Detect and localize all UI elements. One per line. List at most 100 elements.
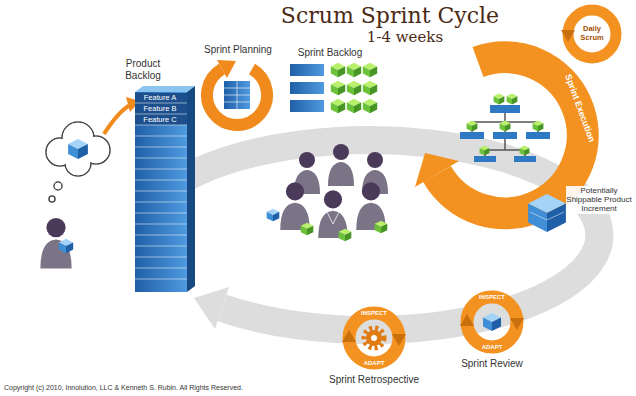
- work-tree: [467, 121, 478, 132]
- work-tree: [500, 121, 511, 132]
- sprint-planning-icon: [207, 60, 267, 125]
- work-tree: [533, 121, 544, 132]
- sprint-review-cycle: [460, 297, 524, 347]
- work-tree: [460, 94, 550, 162]
- sprint-review-cycle: [467, 297, 517, 347]
- sprint-planning-icon: [224, 81, 250, 109]
- work-tree: [493, 132, 517, 139]
- daily-scrum-label: Daily Scrum: [575, 25, 609, 42]
- product-backlog-stack: [135, 93, 187, 125]
- product-backlog-stack: [187, 86, 195, 292]
- idea-arrow: [104, 97, 140, 134]
- stage-label: Potentially Shippable Product Increment: [566, 186, 632, 214]
- thought-bubble: [54, 182, 62, 190]
- sprint-review-cycle: [510, 318, 524, 330]
- work-tree: [514, 156, 536, 162]
- work-tree: [526, 132, 550, 139]
- sprint-retrospective-cycle: [364, 328, 384, 348]
- cycle-ring: [194, 287, 229, 329]
- idea-arrow: [104, 105, 130, 134]
- inspect-label: INSPECT: [472, 294, 512, 301]
- daily-scrum-arrow: [561, 30, 575, 42]
- feature-label: Feature A: [137, 94, 183, 103]
- product-backlog-stack: [135, 103, 187, 279]
- scrum-team: [339, 229, 352, 242]
- scrum-team: [267, 144, 388, 241]
- product-backlog-stack: [135, 92, 187, 292]
- thought-bubble: [49, 196, 55, 202]
- feature-label: Feature B: [137, 105, 183, 114]
- sprint-backlog-grid: [363, 63, 377, 77]
- sprint-retrospective-cycle: [349, 313, 399, 363]
- sprint-backlog-grid: [363, 81, 377, 95]
- sprint-backlog-grid: [290, 82, 324, 94]
- sprint-backlog-grid: [290, 63, 377, 113]
- scrum-team: [328, 144, 354, 186]
- sprint-retrospective-cycle: [392, 334, 406, 346]
- sprint-backlog-grid: [290, 64, 324, 76]
- sprint-retrospective-cycle: [366, 330, 382, 346]
- work-tree: [490, 105, 520, 113]
- cycle-ring: [182, 140, 599, 330]
- feature-label: Feature C: [137, 116, 183, 125]
- sprint-execution-arrow: [437, 57, 583, 213]
- scrum-team: [280, 182, 309, 230]
- thought-bubble: [46, 122, 110, 202]
- product-backlog-stack: [135, 86, 195, 92]
- sprint-backlog-grid: [290, 100, 324, 112]
- scrum-team: [327, 212, 339, 224]
- work-tree: [460, 132, 484, 139]
- thought-bubble: [46, 122, 110, 202]
- work-tree: [494, 94, 505, 105]
- copyright-note: Copyright (c) 2010, Innolution, LLC & Ke…: [4, 384, 326, 392]
- sprint-review-cycle: [460, 314, 474, 326]
- cycle-ring: [182, 140, 599, 330]
- stage-label: Sprint Planning: [192, 44, 284, 56]
- adapt-label: ADAPT: [354, 360, 394, 367]
- stage-label: Product Backlog: [112, 58, 174, 81]
- increment-cube: [528, 194, 566, 232]
- product-backlog-stack: [135, 86, 195, 292]
- product-owner: [59, 239, 73, 253]
- sprint-planning-icon: [207, 69, 267, 125]
- sprint-backlog-grid: [331, 81, 345, 95]
- scrum-team: [267, 209, 280, 222]
- sprint-retrospective-cycle: [342, 313, 406, 363]
- stage-label: Sprint Retrospective: [314, 374, 434, 386]
- increment-cube: [530, 212, 564, 220]
- increment-cube: [528, 194, 566, 232]
- sprint-backlog-grid: [347, 99, 361, 113]
- thought-bubble: [68, 139, 88, 159]
- work-tree: [507, 94, 518, 105]
- inspect-label: INSPECT: [354, 310, 394, 317]
- sprint-backlog-grid: [363, 99, 377, 113]
- stage-label: Sprint Backlog: [285, 47, 375, 59]
- sprint-retrospective-cycle: [371, 335, 377, 341]
- duration-label: 1-4 weeks: [345, 29, 465, 46]
- sprint-planning-icon: [224, 81, 250, 109]
- sprint-backlog-grid: [347, 63, 361, 77]
- thought-bubble: [50, 197, 54, 201]
- sprint-backlog-grid: [331, 63, 345, 77]
- execution-label: Sprint Execution: [560, 64, 601, 152]
- sprint-backlog-grid: [331, 99, 345, 113]
- scrum-team: [301, 223, 314, 236]
- product-owner: [40, 218, 73, 268]
- stage-label: Sprint Review: [452, 358, 532, 370]
- sprint-retrospective-cycle: [342, 330, 356, 342]
- sprint-planning-icon: [217, 60, 236, 78]
- thought-bubble: [47, 123, 109, 201]
- scrum-team: [375, 221, 388, 234]
- title: Scrum Sprint Cycle: [250, 3, 530, 28]
- thought-bubble: [55, 183, 61, 189]
- daily-scrum-arrow: [568, 10, 616, 58]
- sprint-execution-arrow: [415, 153, 459, 187]
- work-tree: [474, 156, 496, 162]
- sprint-review-cycle: [483, 313, 501, 331]
- work-tree: [480, 146, 490, 156]
- sprint-backlog-grid: [347, 81, 361, 95]
- sprint-execution-arrow: [415, 57, 583, 213]
